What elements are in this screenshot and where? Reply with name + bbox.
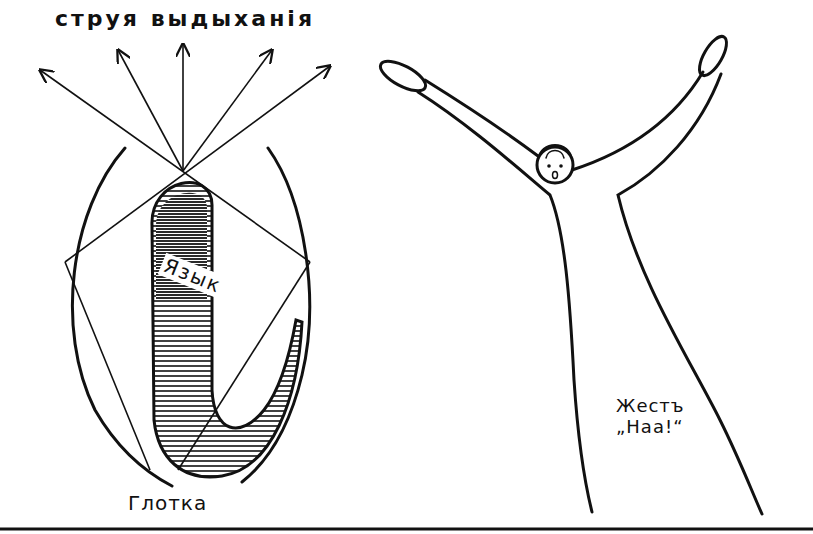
arrow-label: струя выдыханія <box>55 6 315 31</box>
caption-label: Жестъ „Наа!“ <box>616 396 696 437</box>
arm <box>425 80 538 156</box>
part-label: Глотка <box>128 492 207 515</box>
breath-arrow <box>40 70 310 262</box>
figure <box>376 32 762 514</box>
rule <box>0 528 813 531</box>
arm-body <box>418 92 592 512</box>
breath-arrow <box>65 66 330 262</box>
breath-arrow <box>183 50 272 171</box>
breath-arrow <box>118 50 183 171</box>
tongue <box>152 183 302 477</box>
head <box>537 147 573 183</box>
arm <box>572 72 703 170</box>
guide-line <box>178 262 310 470</box>
eye <box>547 164 551 168</box>
eye <box>559 164 563 168</box>
hair <box>546 151 564 159</box>
hand <box>376 55 430 96</box>
arm-body <box>618 74 762 514</box>
breath-lines <box>40 44 330 470</box>
mouth-drawing <box>72 148 309 486</box>
guide-line <box>65 262 150 470</box>
breath-arrow <box>182 44 184 171</box>
mouth <box>553 172 558 179</box>
hair <box>538 145 572 160</box>
hand <box>694 32 732 79</box>
